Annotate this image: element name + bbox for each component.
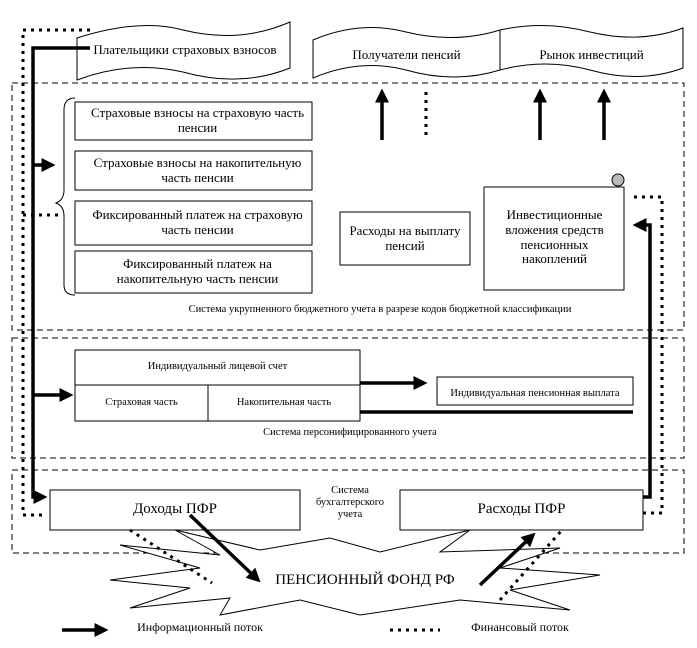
personal-account: Индивидуальный лицевой счет bbox=[147, 361, 288, 373]
accounting-system-caption: Система бухгалтерского учета bbox=[315, 484, 384, 521]
pension-expenses: Расходы на выплату пенсий bbox=[349, 222, 461, 253]
brace bbox=[54, 97, 76, 296]
pfr-income: Доходы ПФР bbox=[133, 501, 217, 518]
payers-banner bbox=[76, 21, 291, 81]
budget-region bbox=[11, 82, 685, 331]
pfr-expenses: Расходы ПФР bbox=[477, 501, 566, 518]
legend-info-flow: Информационный поток bbox=[137, 620, 263, 635]
legend-finance-flow: Финансовый поток bbox=[471, 620, 569, 635]
pension-fund-star bbox=[109, 529, 601, 616]
personified-region bbox=[11, 337, 685, 459]
individual-payment: Индивидуальная пенсионная выплата bbox=[450, 387, 620, 399]
market-label: Рынок инвестиций bbox=[539, 46, 644, 62]
personified-system-caption: Система персонифицированного учета bbox=[263, 426, 437, 438]
investments: Инвестиционные вложения средств пенсионн… bbox=[505, 206, 604, 267]
insured-part: Страховая часть bbox=[105, 396, 178, 408]
fixed-payment-funded-part: Фиксированный платеж на накопительную ча… bbox=[116, 256, 279, 286]
insurance-contributions-funded-part: Страховые взносы на накопительную часть … bbox=[93, 154, 302, 185]
recipients-label: Получатели пенсий bbox=[352, 46, 461, 62]
funded-part: Накопительная часть bbox=[236, 396, 332, 408]
pension-fund-label: ПЕНСИОННЫЙ ФОНД РФ bbox=[275, 572, 455, 589]
fixed-payment-insured-part: Фиксированный платеж на страховую часть … bbox=[92, 207, 303, 237]
budget-system-caption: Система укрупненного бюджетного учета в … bbox=[188, 303, 572, 315]
market-banner bbox=[499, 25, 684, 77]
insurance-contributions-insured-part: Страховые взносы на страховую часть пенс… bbox=[90, 105, 305, 135]
payers-label: Плательщики страховых взносов bbox=[93, 41, 277, 57]
